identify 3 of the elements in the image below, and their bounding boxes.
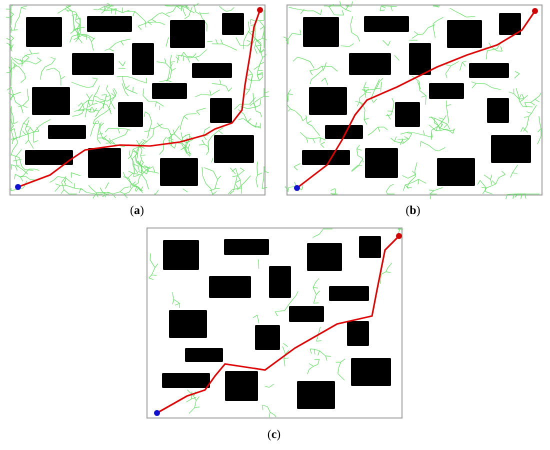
panel-label: (b)	[406, 203, 420, 218]
panel-label: (c)	[267, 427, 281, 442]
panel-label: (a)	[130, 203, 144, 218]
